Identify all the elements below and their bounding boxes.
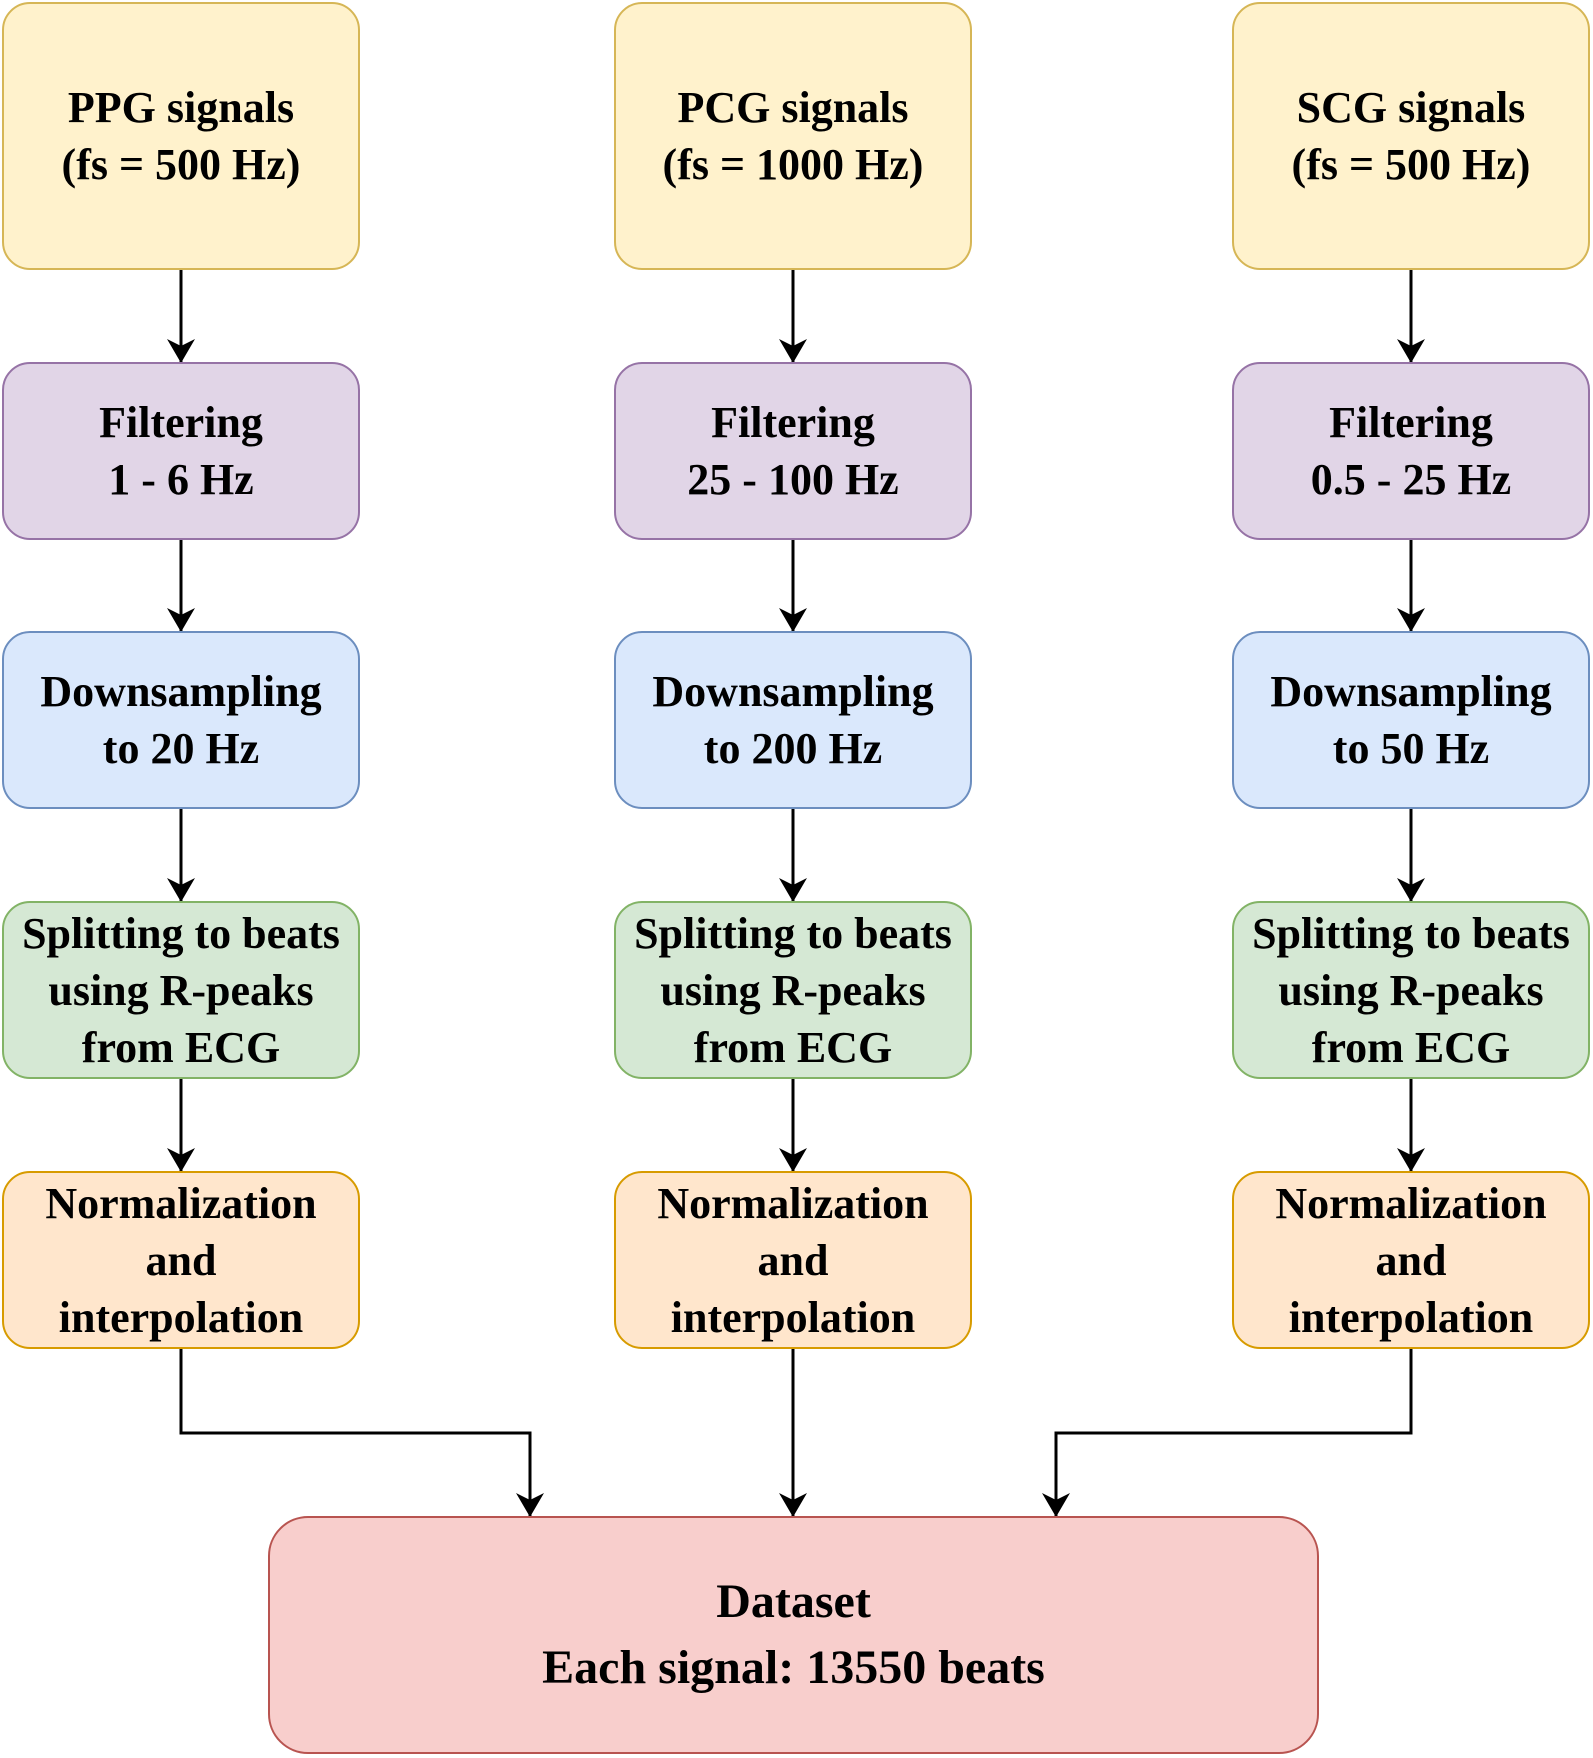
pcg-downsampling-box: Downsampling to 200 Hz	[614, 631, 972, 809]
ppg-normalization-line2: and	[145, 1235, 217, 1285]
pcg-filtering-box: Filtering 25 - 100 Hz	[614, 362, 972, 540]
ppg-filtering-label: Filtering	[99, 398, 263, 447]
ppg-downsampling-box: Downsampling to 20 Hz	[2, 631, 360, 809]
scg-downsampling-rate: to 50 Hz	[1332, 724, 1490, 773]
dataset-beat-count: Each signal: 13550 beats	[542, 1641, 1045, 1694]
scg-normalization-box: Normalization and interpolation	[1232, 1171, 1590, 1349]
scg-filtering-band: 0.5 - 25 Hz	[1310, 455, 1512, 504]
ppg-signals-box: PPG signals (fs = 500 Hz)	[2, 2, 360, 270]
pcg-filtering-label: Filtering	[711, 398, 875, 447]
pcg-splitting-box: Splitting to beats using R-peaks from EC…	[614, 901, 972, 1079]
pcg-splitting-line1: Splitting to beats	[634, 908, 952, 958]
pcg-splitting-line3: from ECG	[693, 1022, 893, 1072]
scg-splitting-line3: from ECG	[1311, 1022, 1511, 1072]
pcg-normalization-line3: interpolation	[670, 1292, 916, 1342]
ppg-splitting-line1: Splitting to beats	[22, 908, 340, 958]
scg-splitting-line1: Splitting to beats	[1252, 908, 1570, 958]
pcg-normalization-box: Normalization and interpolation	[614, 1171, 972, 1349]
scg-normalization-line1: Normalization	[1275, 1178, 1547, 1228]
ppg-signals-title: PPG signals	[67, 83, 295, 132]
pcg-splitting-line2: using R-peaks	[660, 965, 926, 1015]
scg-normalization-line3: interpolation	[1288, 1292, 1534, 1342]
scg-filtering-box: Filtering 0.5 - 25 Hz	[1232, 362, 1590, 540]
scg-sampling-rate: (fs = 500 Hz)	[1291, 140, 1531, 189]
ppg-downsampling-rate: to 20 Hz	[102, 724, 260, 773]
pcg-filtering-band: 25 - 100 Hz	[687, 455, 899, 504]
scg-to-dataset-arrow	[1042, 1349, 1413, 1517]
pcg-downsampling-label: Downsampling	[652, 667, 934, 716]
dataset-title: Dataset	[716, 1575, 871, 1628]
ppg-splitting-box: Splitting to beats using R-peaks from EC…	[2, 901, 360, 1079]
ppg-normalization-line3: interpolation	[58, 1292, 304, 1342]
scg-splitting-box: Splitting to beats using R-peaks from EC…	[1232, 901, 1590, 1079]
pcg-sampling-rate: (fs = 1000 Hz)	[662, 140, 924, 189]
ppg-downsampling-label: Downsampling	[40, 667, 322, 716]
pcg-signals-box: PCG signals (fs = 1000 Hz)	[614, 2, 972, 270]
dataset-box: Dataset Each signal: 13550 beats	[268, 1516, 1319, 1754]
scg-signals-title: SCG signals	[1296, 83, 1526, 132]
ppg-splitting-line2: using R-peaks	[48, 965, 314, 1015]
pcg-normalization-line1: Normalization	[657, 1178, 929, 1228]
ppg-to-dataset-arrow	[179, 1349, 544, 1517]
scg-filtering-label: Filtering	[1329, 398, 1493, 447]
scg-downsampling-box: Downsampling to 50 Hz	[1232, 631, 1590, 809]
ppg-splitting-line3: from ECG	[81, 1022, 281, 1072]
ppg-normalization-line1: Normalization	[45, 1178, 317, 1228]
pcg-signals-title: PCG signals	[677, 83, 909, 132]
ppg-sampling-rate: (fs = 500 Hz)	[61, 140, 301, 189]
ppg-normalization-box: Normalization and interpolation	[2, 1171, 360, 1349]
pcg-normalization-line2: and	[757, 1235, 829, 1285]
pcg-downsampling-rate: to 200 Hz	[703, 724, 883, 773]
ppg-filtering-band: 1 - 6 Hz	[108, 455, 254, 504]
scg-downsampling-label: Downsampling	[1270, 667, 1552, 716]
arrow-layer	[167, 270, 1425, 1517]
scg-normalization-line2: and	[1375, 1235, 1447, 1285]
scg-splitting-line2: using R-peaks	[1278, 965, 1544, 1015]
ppg-filtering-box: Filtering 1 - 6 Hz	[2, 362, 360, 540]
scg-signals-box: SCG signals (fs = 500 Hz)	[1232, 2, 1590, 270]
